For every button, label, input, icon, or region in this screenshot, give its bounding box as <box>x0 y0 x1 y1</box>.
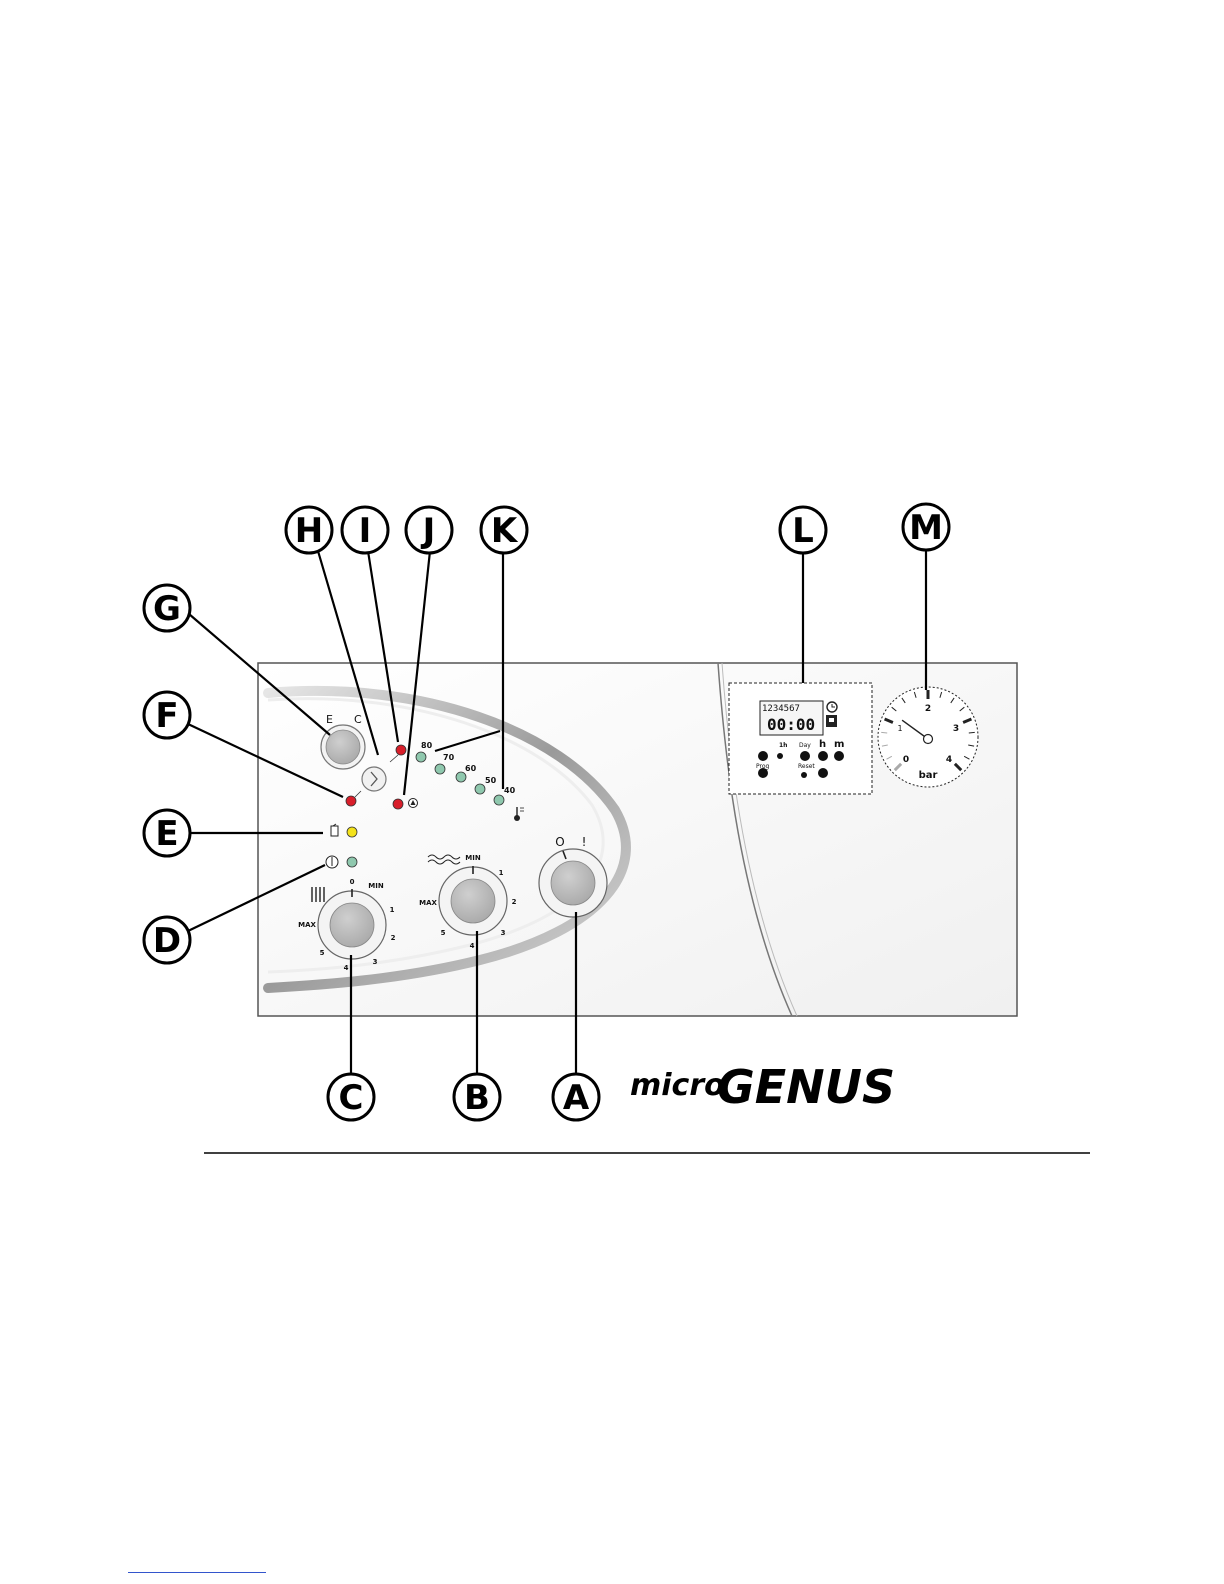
heating-scale-1: 1 <box>390 906 395 914</box>
timer-label-m: m <box>834 739 844 750</box>
temp-label-40: 40 <box>504 786 516 795</box>
footer-link-underline[interactable] <box>128 1572 266 1573</box>
selector-label-e: E <box>326 713 333 726</box>
svg-text:B: B <box>464 1078 490 1118</box>
callout-i: I <box>342 507 388 553</box>
heating-scale-2: 2 <box>391 934 396 942</box>
callout-e: E <box>144 810 190 856</box>
gauge-hub <box>924 735 933 744</box>
flame-indicator-icon <box>331 826 338 836</box>
gauge-label-3: 3 <box>953 724 959 734</box>
timer-days: 1234567 <box>762 704 800 714</box>
dhw-scale-3: 3 <box>501 929 506 937</box>
gauge-label-1: 1 <box>897 724 902 733</box>
svg-text:G: G <box>153 589 181 629</box>
callout-f: F <box>144 692 190 738</box>
mode-label-off: O <box>555 835 564 849</box>
callout-j: J <box>406 507 452 553</box>
svg-text:M: M <box>909 508 943 548</box>
callout-m: M <box>903 504 949 550</box>
callout-k: K <box>481 507 527 553</box>
temp-label-70: 70 <box>443 753 455 762</box>
callout-b: B <box>454 1074 500 1120</box>
timer-clock-button[interactable] <box>758 751 768 761</box>
temp-label-80: 80 <box>421 741 433 750</box>
programmable-timer-l: 1234567 00:00 1h Day h m Prog Reset <box>729 683 872 794</box>
callout-c: C <box>328 1074 374 1120</box>
svg-text:L: L <box>792 511 814 551</box>
selector-label-c: C <box>354 713 362 726</box>
callout-g: G <box>144 585 190 631</box>
gauge-tick <box>881 732 887 733</box>
timer-clock-icon <box>827 702 837 712</box>
timer-hour-button[interactable] <box>818 751 828 761</box>
heating-scale-4: 4 <box>344 964 349 972</box>
gauge-tick <box>969 732 975 733</box>
heating-scale-0: 0 <box>350 878 355 886</box>
timer-label-reset: Reset <box>798 763 815 770</box>
timer-label-h: h <box>819 739 826 750</box>
brand-logo: micro GENUS <box>630 1060 895 1114</box>
logo-prefix: micro <box>630 1068 725 1103</box>
heating-scale-min: MIN <box>368 882 384 890</box>
timer-reset-button[interactable] <box>801 772 807 778</box>
svg-text:K: K <box>491 511 519 551</box>
timer-minute-button[interactable] <box>834 751 844 761</box>
timer-1h-button[interactable] <box>777 753 783 759</box>
logo-name: GENUS <box>717 1060 895 1114</box>
timer-time: 00:00 <box>767 715 815 734</box>
svg-text:A: A <box>563 1078 590 1118</box>
mode-label-on: ! <box>582 835 587 849</box>
dhw-scale-2: 2 <box>512 898 517 906</box>
callout-h: H <box>286 507 332 553</box>
callout-l: L <box>780 507 826 553</box>
reset-button-h[interactable] <box>362 767 386 791</box>
svg-text:E: E <box>155 814 178 854</box>
dhw-scale-5: 5 <box>441 929 446 937</box>
svg-text:D: D <box>153 921 181 961</box>
gauge-label-0: 0 <box>903 755 909 765</box>
svg-text:C: C <box>339 1078 364 1118</box>
gauge-unit: bar <box>919 770 938 781</box>
timer-label-day: Day <box>799 742 811 749</box>
callout-a: A <box>553 1074 599 1120</box>
dhw-scale-4: 4 <box>470 942 475 950</box>
heating-scale-5: 5 <box>320 949 325 957</box>
svg-text:I: I <box>359 511 372 551</box>
gauge-label-4: 4 <box>946 755 952 765</box>
timer-label-1h: 1h <box>779 742 787 749</box>
timer-mode-button[interactable] <box>818 768 828 778</box>
svg-text:J: J <box>421 511 436 551</box>
heating-scale-max: MAX <box>298 921 316 929</box>
temp-label-60: 60 <box>465 764 477 773</box>
heating-scale-3: 3 <box>373 958 378 966</box>
svg-text:H: H <box>295 511 323 551</box>
svg-text:F: F <box>155 696 178 736</box>
dhw-scale-min: MIN <box>465 854 481 862</box>
gauge-label-2: 2 <box>925 704 931 714</box>
timer-day-button[interactable] <box>800 751 810 761</box>
pressure-gauge-m: 0 1 2 3 4 bar <box>878 687 978 787</box>
temp-label-50: 50 <box>485 776 497 785</box>
callout-d: D <box>144 917 190 963</box>
timer-manual-icon <box>826 715 837 727</box>
dhw-scale-1: 1 <box>499 869 504 877</box>
timer-prog-button[interactable] <box>758 768 768 778</box>
dhw-scale-max: MAX <box>419 899 437 907</box>
